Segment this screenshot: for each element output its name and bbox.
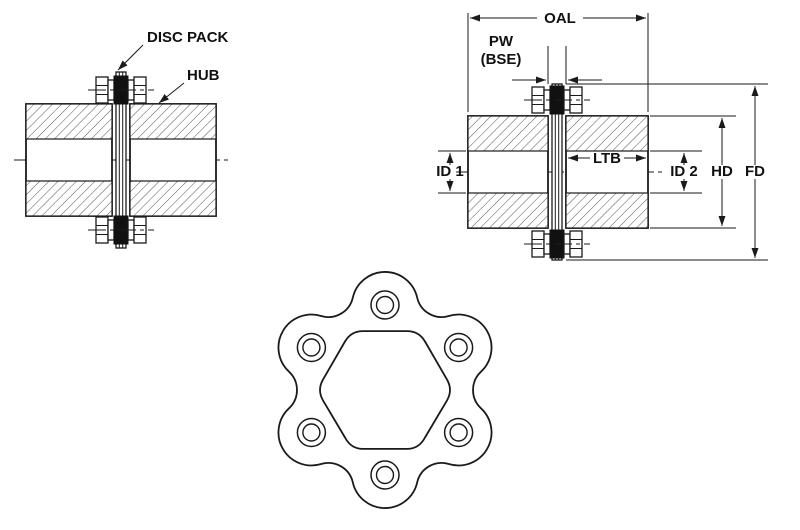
- bottom-bolt-assembly: [87, 215, 155, 245]
- top-bolt-assembly: [87, 75, 155, 105]
- oal-label: OAL: [544, 10, 576, 27]
- dim-bottom-bolt-assembly: [523, 229, 591, 259]
- id2-label: ID 2: [670, 163, 698, 180]
- dim-right-hub-hatch-top: [565, 115, 649, 152]
- dim-left-hub-hatch-bottom: [467, 192, 549, 229]
- dim-top-bolt-assembly: [523, 85, 591, 115]
- bolt-hole: [370, 290, 400, 320]
- bolt-hole: [370, 460, 400, 490]
- fd-label: FD: [745, 163, 765, 180]
- hub-label: HUB: [187, 67, 220, 84]
- dim-right-hub-hatch-bottom: [565, 192, 649, 229]
- ltb-label: LTB: [593, 150, 621, 167]
- bolt-hole: [296, 417, 327, 448]
- disc-pack-center-opening: [319, 330, 451, 450]
- disc-pack-label: DISC PACK: [147, 29, 229, 46]
- hub-leader-line: [158, 82, 185, 104]
- bolt-hole: [443, 417, 474, 448]
- dim-disc-pack-section: [551, 83, 563, 261]
- pw-label: PW: [489, 33, 514, 50]
- disc-pack-leader-line: [117, 44, 144, 71]
- bolt-hole: [296, 332, 327, 363]
- right-section-view: OAL PW (BSE) LTB ID 1 ID 2 HD: [436, 10, 768, 261]
- bse-label: (BSE): [481, 51, 522, 68]
- disc-pack-front-view: [277, 271, 493, 509]
- left-section-view: DISC PACK HUB: [14, 29, 229, 249]
- left-hub-hatch-top: [25, 103, 113, 140]
- id1-label: ID 1: [436, 163, 464, 180]
- left-hub-hatch-bottom: [25, 180, 113, 217]
- right-hub-hatch-top: [129, 103, 217, 140]
- hd-label: HD: [711, 163, 733, 180]
- right-hub-hatch-bottom: [129, 180, 217, 217]
- bolt-hole: [443, 332, 474, 363]
- dim-left-hub-hatch-top: [467, 115, 549, 152]
- disc-pack-section: [115, 71, 127, 249]
